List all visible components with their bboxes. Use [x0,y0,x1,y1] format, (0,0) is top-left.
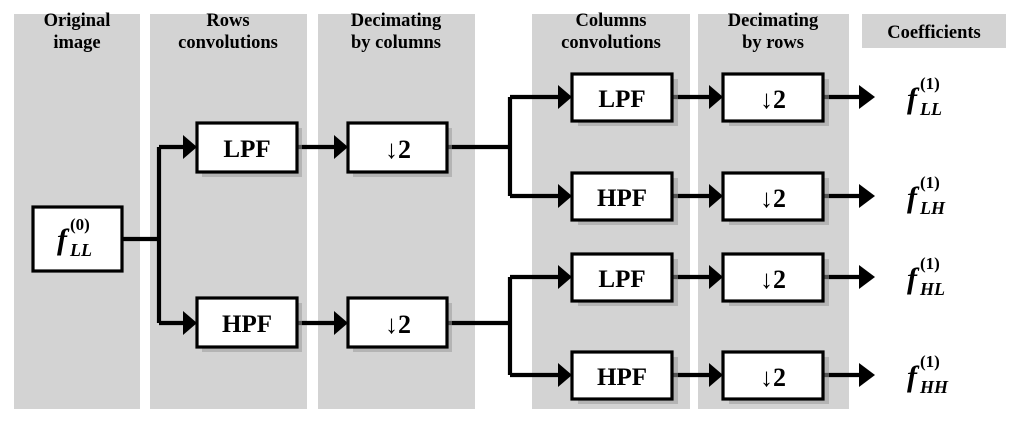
rows-hpf-block-label: HPF [222,311,272,338]
rows-lpf-block-label: LPF [223,136,270,163]
decimate-col-bottom-block-rect [346,296,449,349]
arrowhead-to-cols-lpf1 [558,85,572,109]
arrowhead-to-coef-ll [859,85,875,109]
decimate-col-bottom-block-label: ↓2 [385,310,411,339]
header-decimating-columns-line2: by columns [351,33,441,53]
decimate-row-block-1-rect [721,72,825,123]
arrowhead-to-coef-hl [859,265,875,289]
decimate-row-block-2-rect [721,171,825,222]
arrowhead-to-rows-lpf [183,135,197,159]
coefficient-lh-symbol: f [907,181,920,214]
cols-lpf-block-2-label: LPF [598,266,645,293]
arrowhead-to-decrow2 [709,184,723,208]
header-rows-convolutions-line2: convolutions [178,33,278,53]
decimate-row-block-3-label: ↓2 [760,265,786,294]
coefficient-lh: f (1) LH [907,173,946,218]
decimate-row-block-4-label: ↓2 [760,363,786,392]
coefficient-hh-superscript: (1) [920,352,940,371]
connector-lines [122,94,859,378]
decimate-row-block-4[interactable]: ↓2 [721,350,825,401]
coefficient-ll-symbol: f [907,82,920,115]
rows-hpf-block[interactable]: HPF [195,296,299,349]
cols-hpf-block-1[interactable]: HPF [570,171,674,222]
decimate-col-top-block[interactable]: ↓2 [346,121,449,174]
input-image-superscript: (0) [70,215,90,234]
input-image-block[interactable]: f (0) LL [31,205,124,273]
decimate-row-block-1-label: ↓2 [760,85,786,114]
decimate-row-block-2-label: ↓2 [760,184,786,213]
rows-lpf-block[interactable]: LPF [195,121,299,174]
coefficient-hl-subscript: HL [919,279,945,299]
cols-hpf-block-2-label: HPF [597,364,647,391]
header-decimating-columns-line1: Decimating [351,11,442,31]
header-decimating-rows-line2: by rows [742,33,804,53]
arrowhead-to-decrow1 [709,85,723,109]
header-columns-convolutions-line2: convolutions [561,33,661,53]
decimate-row-block-3-rect [721,252,825,303]
header-original-image-line2: image [53,33,100,53]
arrowhead-to-cols-hpf1 [558,184,572,208]
arrowheads [183,85,875,387]
arrowhead-to-decrow3 [709,265,723,289]
input-image-symbol: f [57,223,70,256]
panel-coefficients-header [862,14,1006,48]
header-coefficients: Coefficients [887,23,981,43]
cols-lpf-block-2-rect [570,252,674,303]
arrowhead-to-dec-top [334,135,348,159]
coefficient-lh-superscript: (1) [920,173,940,192]
header-columns-convolutions-line1: Columns [576,11,647,31]
coefficient-hl-symbol: f [907,262,920,295]
coefficient-lh-subscript: LH [919,198,946,218]
cols-hpf-block-1-label: HPF [597,185,647,212]
rows-lpf-block-rect [195,121,299,174]
cols-lpf-block-2[interactable]: LPF [570,252,674,303]
cols-lpf-block-1[interactable]: LPF [570,72,674,123]
coefficient-hh-symbol: f [907,360,920,393]
cols-hpf-block-2-rect [570,350,674,401]
arrowhead-to-decrow4 [709,363,723,387]
column-headers: Original image Rows convolutions Decimat… [44,11,981,53]
decimate-row-block-3[interactable]: ↓2 [721,252,825,303]
cols-hpf-block-2[interactable]: HPF [570,350,674,401]
arrowhead-to-dec-bottom [334,311,348,335]
input-image-block-rect [31,205,124,273]
decimate-col-top-block-rect [346,121,449,174]
cols-lpf-block-1-label: LPF [598,86,645,113]
decimate-col-bottom-block[interactable]: ↓2 [346,296,449,349]
decimate-row-block-2[interactable]: ↓2 [721,171,825,222]
header-rows-convolutions-line1: Rows [206,11,249,31]
coefficient-hl-superscript: (1) [920,254,940,273]
coefficient-ll: f (1) LL [907,74,942,119]
header-original-image-line1: Original [44,11,111,31]
cols-lpf-block-1-rect [570,72,674,123]
coefficient-hl: f (1) HL [907,254,945,299]
coefficient-ll-superscript: (1) [920,74,940,93]
coefficient-hh: f (1) HH [907,352,949,397]
arrowhead-to-rows-hpf [183,311,197,335]
cols-hpf-block-1-rect [570,171,674,222]
decimate-col-top-block-label: ↓2 [385,135,411,164]
rows-hpf-block-rect [195,296,299,349]
header-decimating-rows-line1: Decimating [728,11,819,31]
arrowhead-to-coef-lh [859,184,875,208]
input-image-subscript: LL [69,240,92,260]
arrowhead-to-coef-hh [859,363,875,387]
coefficient-hh-subscript: HH [919,377,949,397]
decimate-row-block-4-rect [721,350,825,401]
arrowhead-to-cols-lpf2 [558,265,572,289]
coefficient-ll-subscript: LL [919,99,942,119]
decimate-row-block-1[interactable]: ↓2 [721,72,825,123]
arrowhead-to-cols-hpf2 [558,363,572,387]
